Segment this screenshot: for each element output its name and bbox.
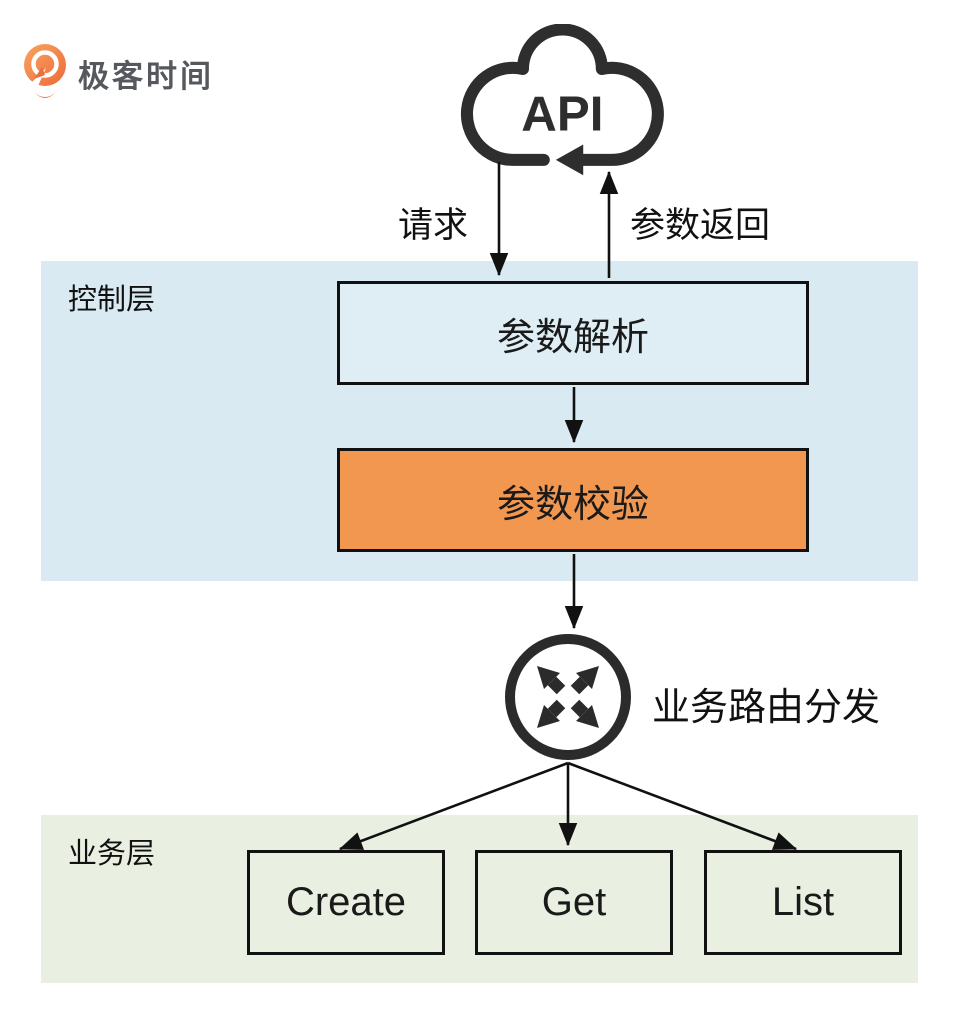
pin-smile	[34, 92, 56, 98]
api-label: API	[521, 86, 603, 141]
cloud-return-arrowhead	[555, 144, 584, 176]
geektime-pin-icon	[24, 44, 66, 98]
brand-name: 极客时间	[78, 58, 214, 94]
create-box: Create	[247, 850, 445, 955]
pin-tail	[34, 67, 45, 79]
brand-logo: 极客时间	[22, 42, 214, 104]
list-box: List	[704, 850, 902, 955]
param-parse-label: 参数解析	[496, 316, 649, 359]
list-label: List	[771, 880, 835, 924]
response-label: 参数返回	[630, 206, 771, 245]
param-validate-box: 参数校验	[337, 448, 809, 552]
get-label: Get	[541, 880, 607, 924]
param-parse-box: 参数解析	[337, 281, 809, 385]
router-arrows	[537, 666, 599, 728]
router-crossed-arrows-icon	[505, 634, 631, 760]
param-validate-label: 参数校验	[496, 483, 649, 526]
business-layer-label: 业务层	[68, 838, 156, 870]
api-cloud-refresh-icon: API	[460, 24, 664, 176]
control-layer-label: 控制层	[68, 284, 156, 316]
pin-ring	[31, 50, 59, 78]
create-label: Create	[285, 880, 407, 924]
router-circle	[505, 634, 631, 760]
get-box: Get	[475, 850, 673, 955]
pin-body	[24, 44, 66, 86]
request-label: 请求	[398, 206, 469, 245]
router-label: 业务路由分发	[652, 687, 881, 729]
cloud-outline	[460, 24, 664, 166]
